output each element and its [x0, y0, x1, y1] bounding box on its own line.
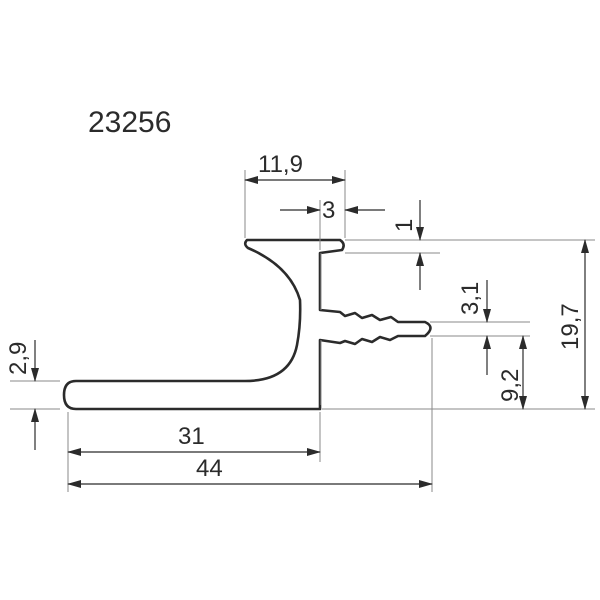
profile-outline	[62, 238, 432, 411]
dim-total-height-label: 19,7	[557, 303, 584, 350]
dim-base-thickness-label: 2,9	[5, 342, 32, 375]
part-number: 23256	[88, 106, 171, 139]
dim-total-length-label: 44	[196, 455, 223, 482]
dim-top-width-label: 11,9	[258, 151, 303, 178]
dim-fin-height-label: 3,1	[457, 282, 484, 315]
dim-base-length-label: 31	[178, 423, 205, 450]
dim-lip-thickness-label: 1	[391, 219, 418, 232]
dim-slot-width-label: 3	[322, 197, 335, 224]
dim-lower-height-label: 9,2	[497, 369, 524, 402]
